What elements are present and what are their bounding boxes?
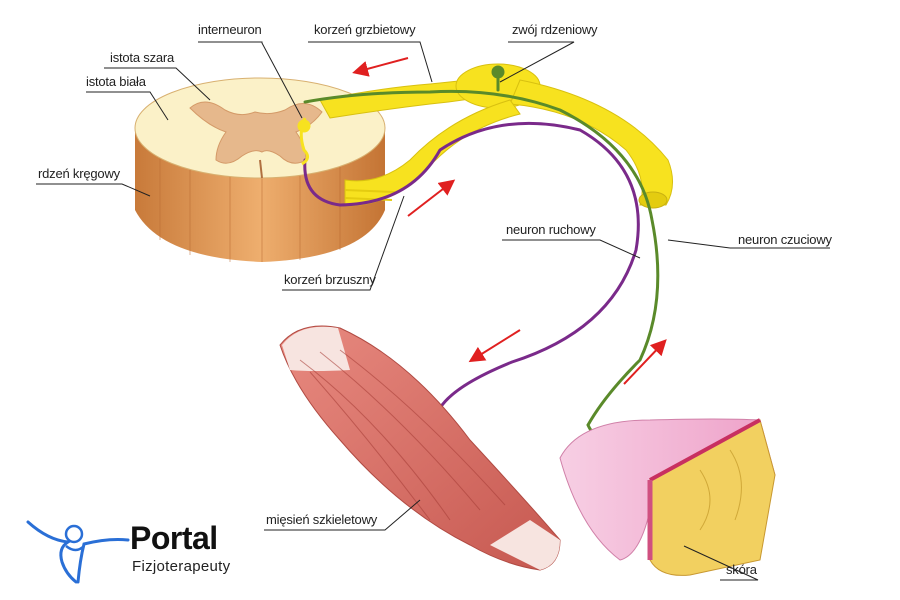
arrow-dorsal <box>352 57 409 77</box>
arrow-motor <box>468 329 521 363</box>
label-sensory-neuron: neuron czuciowy <box>738 232 832 247</box>
skeletal-muscle <box>279 325 561 571</box>
leader-lines <box>36 41 830 581</box>
logo-subtitle: Fizjoterapeuty <box>132 558 231 575</box>
label-skeletal-muscle: mięsień szkieletowy <box>266 512 378 527</box>
arrow-sensory <box>623 339 667 385</box>
label-white-matter: istota biała <box>86 74 146 89</box>
person-arms-raised-icon <box>26 520 130 584</box>
arrow-ventral <box>407 179 456 217</box>
interneuron <box>297 117 311 166</box>
direction-arrows <box>352 57 667 385</box>
logo-title: Portal <box>130 520 218 556</box>
label-gray-matter: istota szara <box>110 50 175 65</box>
skin <box>559 418 776 576</box>
label-ventral-root: korzeń brzuszny <box>284 272 376 287</box>
label-dorsal-root: korzeń grzbietowy <box>314 22 416 37</box>
portal-logo: Portal Fizjoterapeuty <box>18 512 248 582</box>
label-skin: skóra <box>726 562 757 577</box>
label-interneuron: interneuron <box>198 22 262 37</box>
label-spinal-cord: rdzeń kręgowy <box>38 166 120 181</box>
label-motor-neuron: neuron ruchowy <box>506 222 596 237</box>
label-spinal-ganglion: zwój rdzeniowy <box>512 22 598 37</box>
